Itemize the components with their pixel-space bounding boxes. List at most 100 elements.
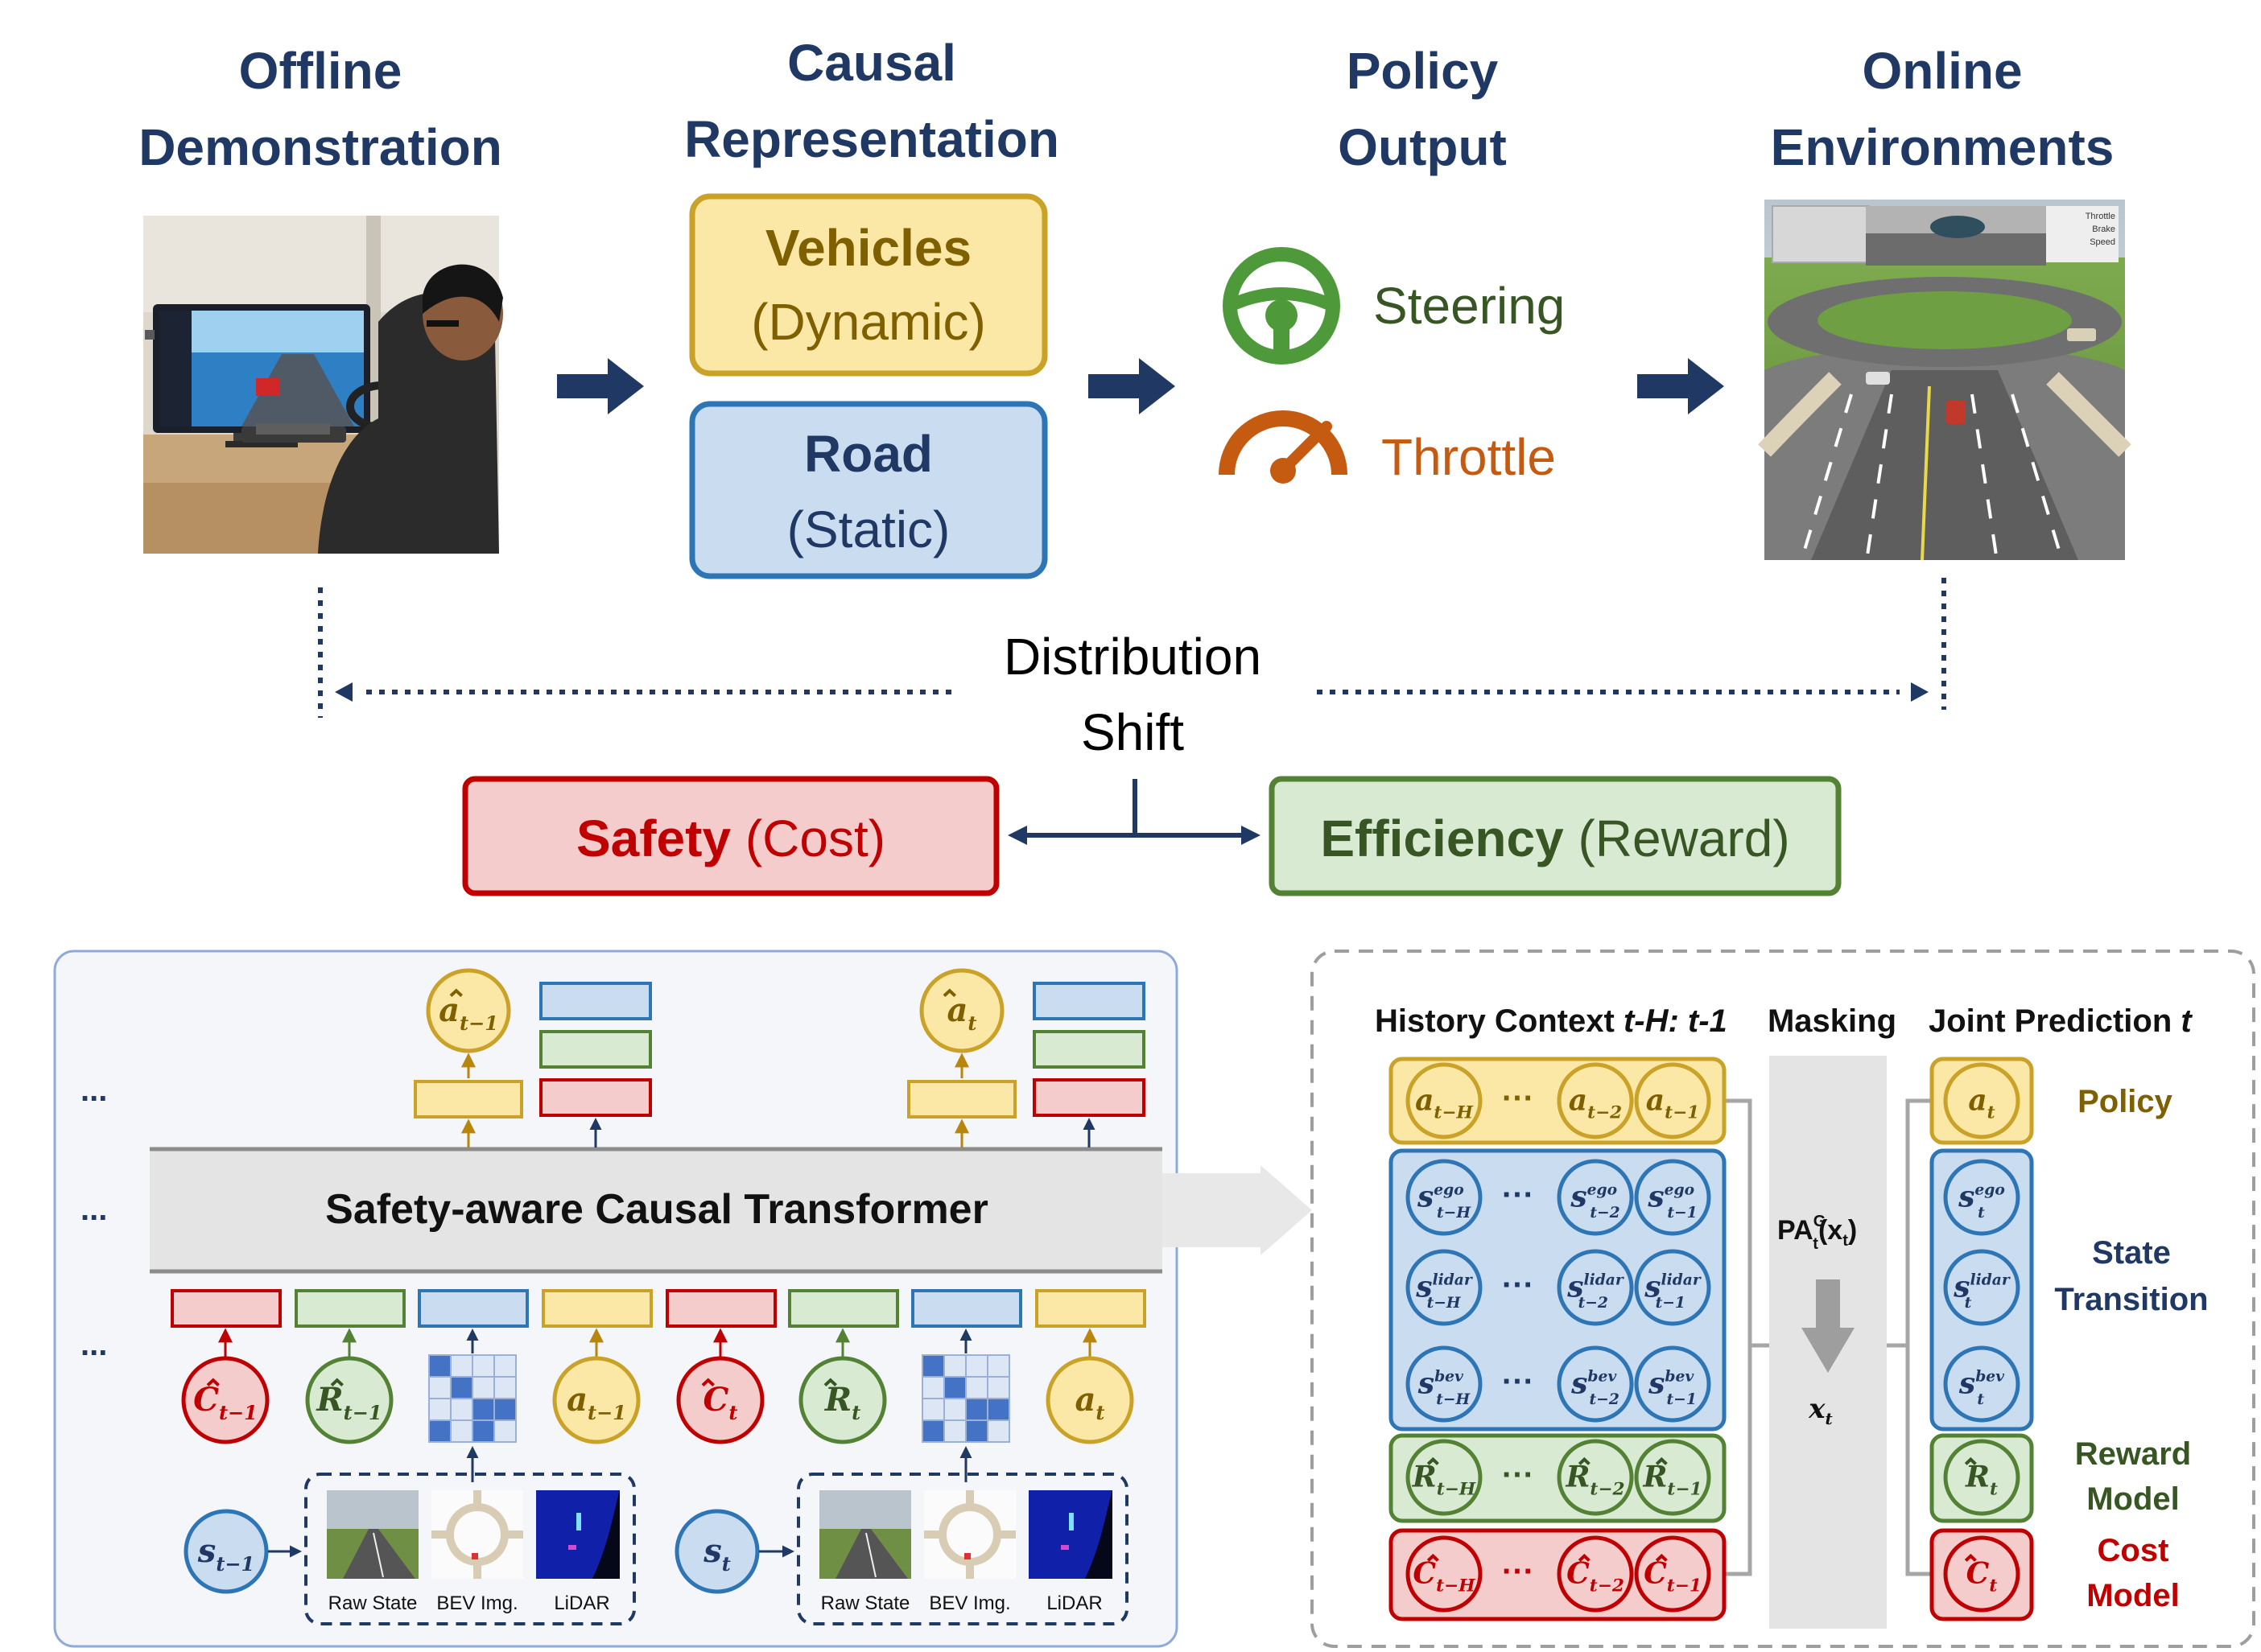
history-state-3-1 (1557, 1345, 1634, 1423)
masking-output: xt (1808, 1393, 1833, 1428)
transformer-block (150, 1149, 1162, 1271)
history-reward-4-0 (1405, 1439, 1483, 1516)
output-action-token-1 (919, 968, 1005, 1053)
history-action-0-1 (1557, 1062, 1634, 1139)
vehicles-box: Vehicles (Dynamic) (689, 193, 1048, 377)
input-token-3-label: Ct (703, 1381, 738, 1424)
history-context-heading: History Context t-H: t-1 (1375, 1003, 1727, 1039)
road-box: Road (Static) (689, 401, 1048, 579)
history-reward-4-2-label: Rt−1 (1642, 1460, 1702, 1500)
road-sublabel: (Static) (787, 501, 951, 558)
offline-title: Offline Demonstration (138, 42, 502, 176)
efficiency-sublabel: (Reward) (1564, 810, 1790, 867)
distribution-shift-label: Distribution Shift (1004, 628, 1261, 761)
history-action-0-0 (1405, 1062, 1483, 1139)
svg-text:Representation: Representation (684, 110, 1059, 168)
input-token-2-label: at−1 (567, 1381, 626, 1424)
ellipsis-bottom: ... (80, 1327, 107, 1362)
sim-hud-throttle: Throttle (2086, 212, 2115, 221)
history-reward-4-0-label-hat (1426, 1456, 1439, 1465)
lidar-thumbnail-1 (1029, 1490, 1112, 1579)
history-brackets (1726, 1098, 1930, 1576)
flow-arrows (557, 358, 1724, 414)
input-token-5-label: at (1075, 1381, 1104, 1424)
output-action-embed-0 (414, 1080, 523, 1118)
input-token-4-label-hat (823, 1378, 837, 1387)
label-reward: Reward (2075, 1436, 2192, 1472)
sequence-ellipses: ... ... ... (80, 1073, 107, 1362)
history-cost-5-2-label-hat (1655, 1553, 1668, 1562)
thumbnail-label-0-2: LiDAR (554, 1592, 609, 1614)
history-ellipsis-5: ··· (1502, 1554, 1534, 1589)
input-token-1 (305, 1356, 394, 1444)
predicted-action-0 (1943, 1062, 2020, 1139)
history-cost-5-0-label: Ct−H (1413, 1557, 1475, 1596)
predicted-reward-4-label-hat (1964, 1456, 1977, 1465)
demonstration-photo (143, 216, 503, 554)
history-ellipsis-4: ··· (1502, 1457, 1534, 1493)
lidar-thumbnail-0 (536, 1490, 620, 1579)
joint-prediction-heading: Joint Prediction t (1929, 1003, 2193, 1039)
online-title: Online Environments (1771, 42, 2115, 176)
shift-arrowhead-left (335, 682, 353, 702)
sim-hud-brake: Brake (2092, 225, 2115, 234)
road-label: Road (804, 425, 933, 483)
svg-text:Demonstration: Demonstration (138, 118, 502, 176)
input-token-0-label-hat (206, 1378, 220, 1387)
svg-text:Efficiency (Reward): Efficiency (Reward) (1320, 810, 1789, 867)
input-token-2 (552, 1356, 641, 1444)
speedometer-icon (1219, 410, 1347, 484)
label-reward-model: Model (2086, 1481, 2180, 1517)
masking-heading: Masking (1768, 1003, 1896, 1039)
bev-thumbnail-0 (431, 1490, 523, 1579)
output-cost-embed-1 (1033, 1078, 1145, 1117)
input-token-3-label-hat (701, 1378, 715, 1387)
input-token-0 (181, 1356, 270, 1444)
arrowhead-to-efficiency (1241, 826, 1260, 845)
input-token-5 (1046, 1356, 1134, 1444)
arrow-policy-to-online (1637, 358, 1724, 414)
distribution-shift-connector (318, 578, 1946, 718)
input-token-1-label-hat (330, 1378, 344, 1387)
history-state-1-0 (1405, 1159, 1483, 1236)
input-token-3 (676, 1356, 765, 1444)
predicted-cost-5-label: Ct (1966, 1557, 1998, 1596)
history-reward-4-1-label: Rt−2 (1565, 1460, 1624, 1500)
history-action-0-1-label: at−2 (1569, 1084, 1622, 1123)
bev-thumbnail-1 (924, 1490, 1016, 1579)
efficiency-box: Efficiency (Reward) (1269, 776, 1842, 896)
masking-down-arrow (1801, 1279, 1855, 1373)
svg-text:Distribution: Distribution (1004, 628, 1261, 686)
label-cost: Cost (2098, 1533, 2169, 1568)
input-token-4 (798, 1356, 887, 1444)
throttle-label: Throttle (1381, 428, 1556, 486)
svg-text:Policy: Policy (1347, 42, 1499, 100)
history-ellipsis-2: ··· (1502, 1267, 1534, 1303)
history-cost-5-1-label-hat (1578, 1553, 1591, 1562)
thumbnail-label-0-1: BEV Img. (436, 1592, 518, 1614)
history-state-3-2 (1634, 1345, 1711, 1423)
predicted-state-1 (1943, 1159, 2020, 1236)
predicted-state-3 (1943, 1345, 2020, 1423)
shift-split-connector (1021, 779, 1248, 838)
simulator-screenshot: Throttle Brake Speed (1758, 200, 2131, 561)
history-reward-4-2 (1634, 1439, 1711, 1516)
steering-wheel-icon (1223, 247, 1340, 365)
input-state-embed-2 (418, 1289, 529, 1328)
history-reward-4-1-label-hat (1578, 1456, 1591, 1465)
input-action-embed-3 (542, 1289, 653, 1328)
output-action-embed-1 (907, 1080, 1017, 1118)
safety-box: Safety (Cost) (462, 776, 1000, 896)
state-token-1-label: st (703, 1532, 731, 1576)
thumbnail-label-0-0: Raw State (328, 1592, 418, 1614)
history-bracket (1726, 1098, 1752, 1576)
